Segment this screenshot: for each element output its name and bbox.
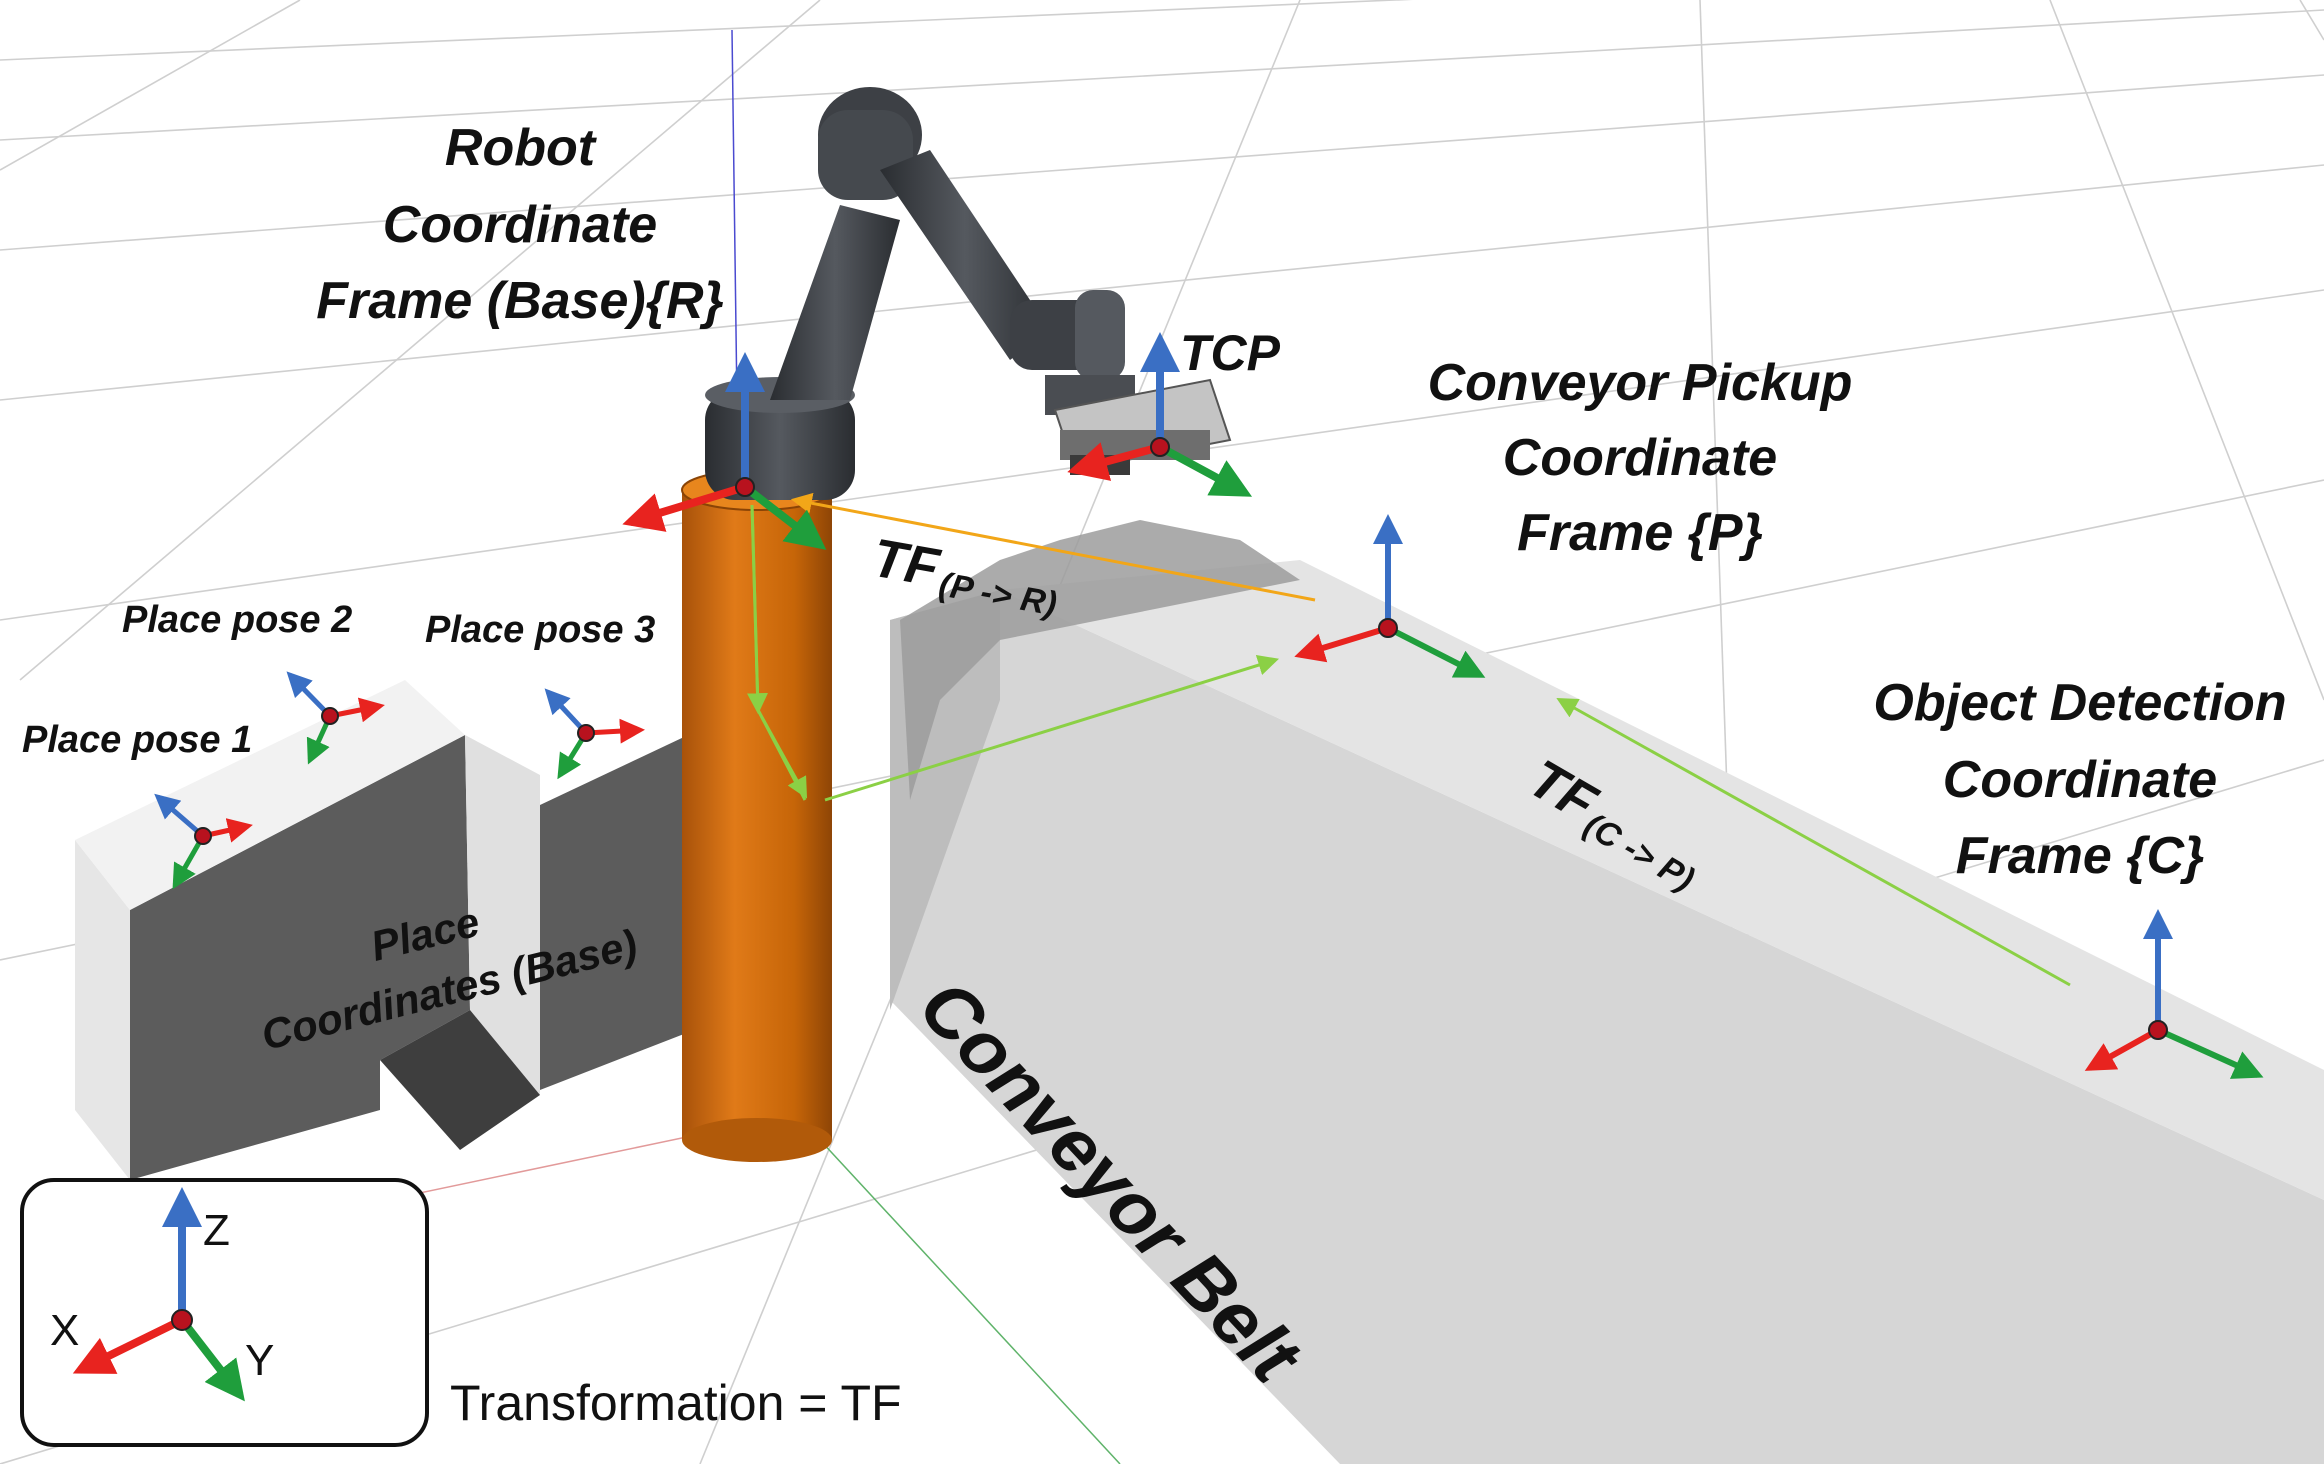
svg-text:Frame {C}: Frame {C} (1956, 827, 2205, 885)
place-pose-3-label: Place pose 3 (425, 609, 655, 651)
frame-place-pose-2 (286, 671, 385, 765)
place-pose-2-label: Place pose 2 (122, 599, 352, 641)
svg-text:Conveyor Pickup: Conveyor Pickup (1428, 354, 1853, 412)
tf-c-to-p-arrow (1556, 697, 2071, 987)
frame-conveyor-pickup (1294, 514, 1486, 678)
robot-frame-label: Robot Coordinate Frame (Base){R} (316, 119, 724, 330)
svg-text:Frame (Base){R}: Frame (Base){R} (316, 272, 724, 330)
tf-arrows (747, 492, 2071, 987)
place-pose-1-label: Place pose 1 (22, 719, 252, 761)
tf-p-to-r-arrow (790, 492, 1316, 602)
axis-legend: Z X Y (20, 1178, 429, 1447)
frame-robot-base (622, 352, 827, 550)
robot-shadow (900, 520, 1300, 800)
legend-x-label: X (50, 1306, 79, 1355)
svg-text:Coordinate: Coordinate (383, 196, 657, 254)
object-detection-label: Object Detection Coordinate Frame {C} (1873, 674, 2286, 885)
svg-text:Coordinate: Coordinate (1503, 429, 1777, 487)
legend-y-label: Y (245, 1336, 274, 1385)
robot-pedestal (681, 469, 833, 1162)
svg-text:Object Detection: Object Detection (1873, 674, 2286, 732)
frame-object-detection (2084, 909, 2264, 1079)
svg-text:Frame {P}: Frame {P} (1517, 504, 1763, 562)
tcp-label: TCP (1180, 325, 1281, 381)
svg-text:TF: TF (868, 528, 945, 599)
legend-z-label: Z (203, 1206, 230, 1255)
robot-arm (705, 87, 1232, 500)
conveyor-pickup-label: Conveyor Pickup Coordinate Frame {P} (1428, 354, 1853, 562)
frame-tcp (1067, 332, 1253, 497)
place-blocks (75, 680, 720, 1180)
transformation-legend-text: Transformation = TF (450, 1375, 902, 1431)
frame-place-pose-3 (544, 688, 645, 780)
svg-text:Robot: Robot (445, 119, 598, 177)
svg-text:Coordinate: Coordinate (1943, 751, 2217, 809)
frame-place-pose-1 (154, 793, 253, 890)
